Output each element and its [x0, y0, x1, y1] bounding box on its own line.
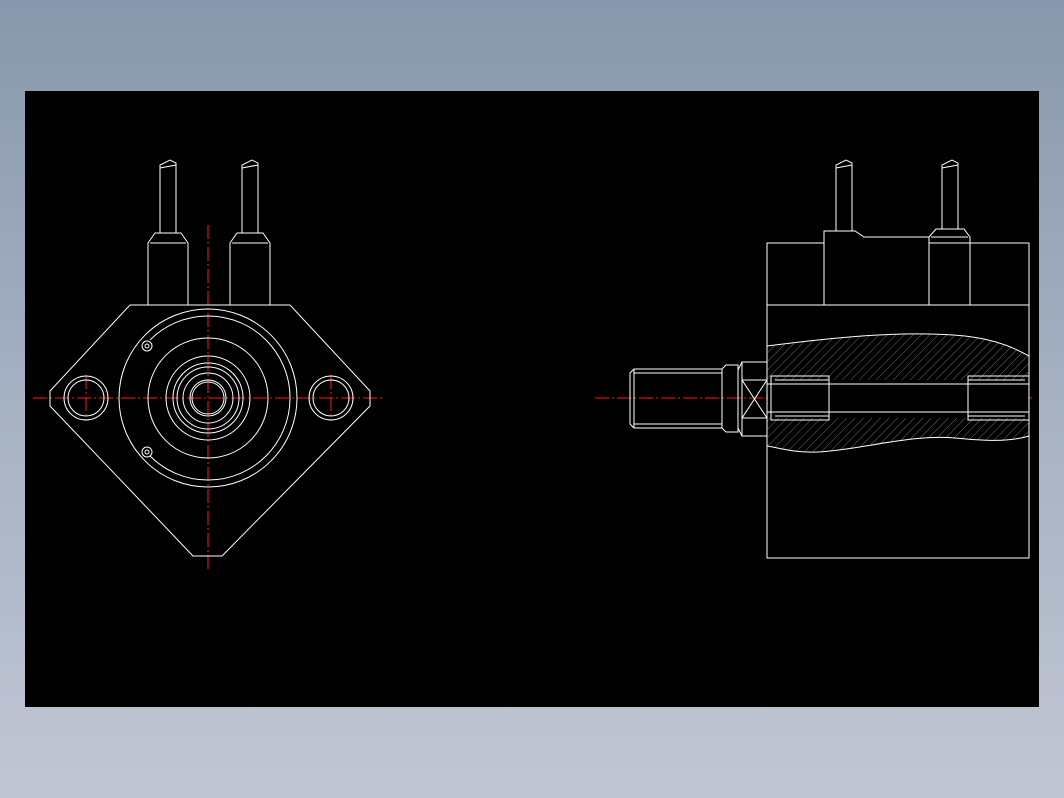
threaded-nipple [629, 364, 739, 433]
bottom-screw-hole-inner [144, 449, 150, 455]
outer-boss-circle [118, 308, 298, 488]
right-threaded-counterbore [967, 375, 1030, 421]
bottom-screw-hole [141, 446, 153, 458]
side-top-cover [766, 230, 1030, 305]
boss-groove-arc [149, 315, 291, 481]
port-thread-circle [189, 379, 227, 417]
hex-fitting [737, 361, 768, 437]
side-right-terminal-pin [928, 159, 971, 305]
top-screw-hole [141, 340, 153, 352]
left-terminal-pin [147, 159, 189, 305]
side-section-view [595, 159, 1034, 559]
left-threaded-counterbore [770, 375, 830, 421]
inner-boss-circle [147, 337, 269, 459]
port-outer-circle [165, 355, 251, 441]
top-screw-hole-inner [144, 343, 150, 349]
port-hole-circle [191, 381, 225, 415]
port-ring-circle [172, 362, 244, 434]
right-mounting-hole [308, 375, 354, 421]
right-mounting-hole-inner [312, 379, 350, 417]
port-ring-inner-circle [176, 366, 240, 430]
left-mounting-hole-inner [67, 379, 105, 417]
section-break-line-top [766, 333, 1030, 357]
section-break-line-bottom [766, 435, 1030, 453]
right-terminal-pin [229, 159, 271, 305]
port-bore-circle [182, 372, 234, 424]
front-flange-outline [49, 304, 371, 557]
front-view [33, 159, 385, 572]
cad-viewport[interactable] [25, 91, 1039, 707]
side-left-terminal-pin [835, 159, 853, 231]
left-mounting-hole [63, 375, 109, 421]
cad-drawing [33, 159, 1034, 572]
